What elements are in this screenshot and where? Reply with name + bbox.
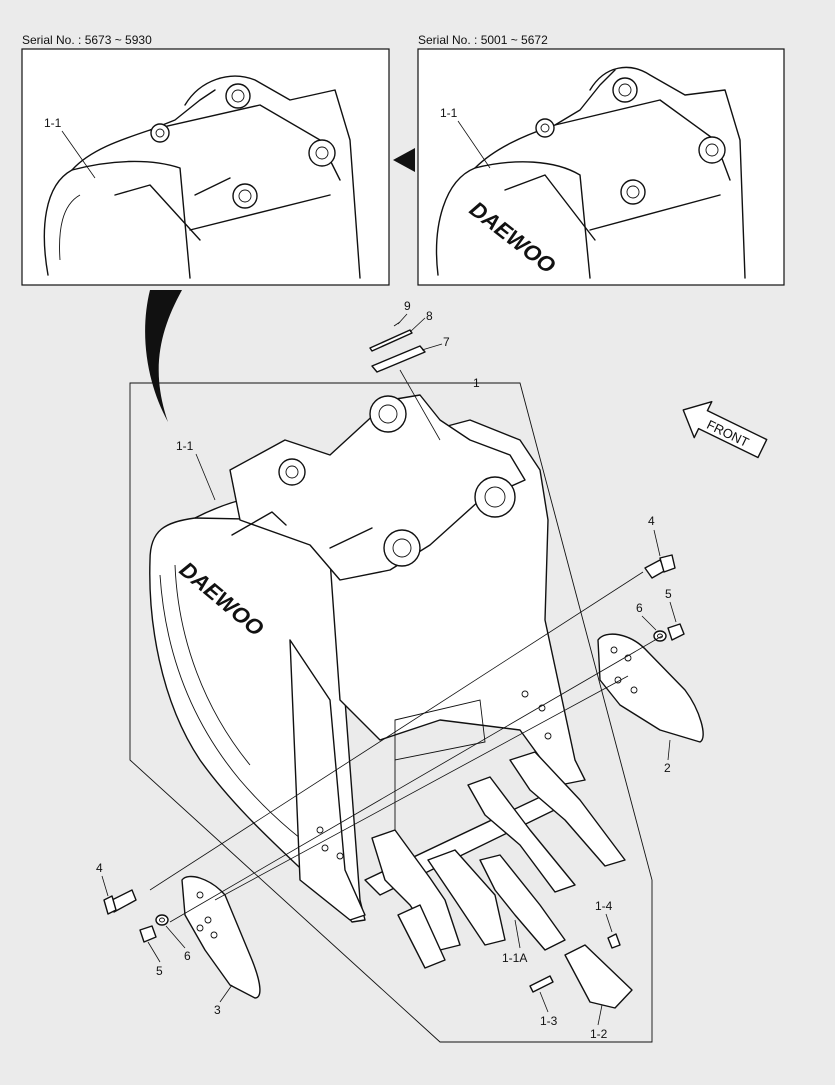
shim-7 (371, 345, 426, 373)
callout-1: 1 (473, 376, 480, 390)
callout-4-left: 4 (96, 861, 103, 875)
inset-callout-1-1: 1-1 (440, 106, 458, 120)
bucket-teeth (371, 751, 633, 1009)
callout-7: 7 (443, 335, 450, 349)
main-bucket-drawing (149, 394, 586, 923)
arrow-left-icon (393, 148, 415, 172)
callout-2: 2 (664, 761, 671, 775)
inset-callout-leader (61, 130, 96, 179)
callout-4-right: 4 (648, 514, 655, 528)
callout-1-3: 1-3 (540, 1014, 558, 1028)
inset-callout-leader (457, 120, 491, 169)
callout-1-1a: 1-1A (502, 951, 527, 965)
assembly-outline (129, 382, 653, 1043)
callout-5-right: 5 (665, 587, 672, 601)
inset-serial-5001-5672: Serial No. : 5001 ~ 5672 DAEWOO 1-1 (417, 33, 785, 286)
inset-serial-5673-5930: Serial No. : 5673 ~ 5930 1-1 (21, 33, 390, 286)
callout-1-1: 1-1 (176, 439, 194, 453)
callout-9: 9 (404, 299, 411, 313)
alignment-lines (149, 369, 663, 923)
callout-8: 8 (426, 309, 433, 323)
callout-5-left: 5 (156, 964, 163, 978)
side-cutter-right (597, 633, 704, 743)
callout-3: 3 (214, 1003, 221, 1017)
shim-8 (369, 329, 413, 352)
front-arrow-icon: FRONT (682, 400, 768, 459)
hardware-right (644, 554, 685, 642)
callout-6-right: 6 (636, 601, 643, 615)
side-cutter-left (181, 875, 261, 999)
callout-1-2: 1-2 (590, 1027, 608, 1041)
callout-1-4: 1-4 (595, 899, 613, 913)
callout-6-left: 6 (184, 949, 191, 963)
hardware-left (103, 889, 621, 993)
inset-serial-label: Serial No. : 5001 ~ 5672 (418, 33, 548, 47)
inset-bucket-drawing (43, 75, 361, 279)
inset-callout-1-1: 1-1 (44, 116, 62, 130)
connector-swoosh (145, 290, 182, 422)
inset-serial-label: Serial No. : 5673 ~ 5930 (22, 33, 152, 47)
inset-bucket-drawing (435, 66, 746, 279)
